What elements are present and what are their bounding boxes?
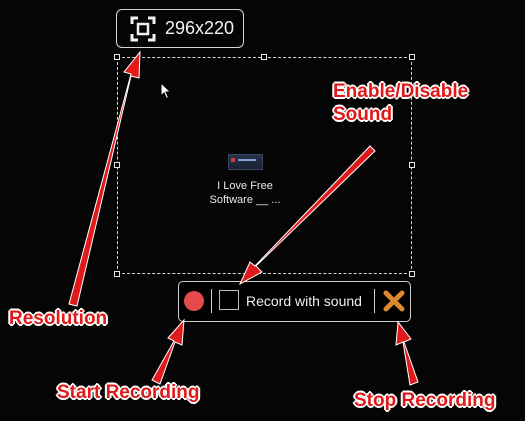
annotation-enable-line1: Enable/Disable xyxy=(333,81,469,102)
stop-recording-button[interactable] xyxy=(383,290,405,312)
annotation-enable-line2: Sound xyxy=(333,104,393,125)
arrow-enable-sound xyxy=(238,145,376,286)
record-with-sound-checkbox[interactable] xyxy=(219,290,239,310)
capture-selection-area[interactable] xyxy=(114,54,415,277)
website-thumbnail-icon xyxy=(227,154,263,170)
resize-handle-bottom-right[interactable] xyxy=(409,271,415,277)
fullscreen-icon xyxy=(130,16,156,41)
toolbar-divider xyxy=(211,289,212,313)
resize-handle-top-left[interactable] xyxy=(114,54,120,60)
arrow-start-recording xyxy=(151,318,185,385)
annotation-enable-disable-sound: Enable/Disable Sound xyxy=(333,80,468,126)
shortcut-label-line1: I Love Free xyxy=(217,180,273,192)
toolbar-divider xyxy=(374,289,375,313)
arrow-resolution xyxy=(68,50,141,307)
resize-handle-right[interactable] xyxy=(409,162,415,168)
desktop-shortcut[interactable]: I Love Free Software __ ... xyxy=(200,154,290,207)
shortcut-label-line2: Software __ ... xyxy=(209,194,281,206)
resize-handle-top-right[interactable] xyxy=(409,54,415,60)
resolution-text: 296x220 xyxy=(165,18,235,38)
annotation-stop-recording: Stop Recording xyxy=(354,390,496,411)
start-recording-button[interactable] xyxy=(184,291,204,311)
mouse-pointer-icon xyxy=(160,82,172,100)
resize-handle-left[interactable] xyxy=(114,162,120,168)
annotation-resolution: Resolution xyxy=(9,308,108,329)
resolution-badge: 296x220 xyxy=(116,9,244,48)
annotation-start-recording: Start Recording xyxy=(57,382,200,403)
resize-handle-bottom-left[interactable] xyxy=(114,271,120,277)
resize-handle-top[interactable] xyxy=(261,54,267,60)
record-with-sound-label[interactable]: Record with sound xyxy=(246,293,362,309)
arrow-stop-recording xyxy=(395,320,419,386)
recording-toolbar xyxy=(178,281,411,322)
